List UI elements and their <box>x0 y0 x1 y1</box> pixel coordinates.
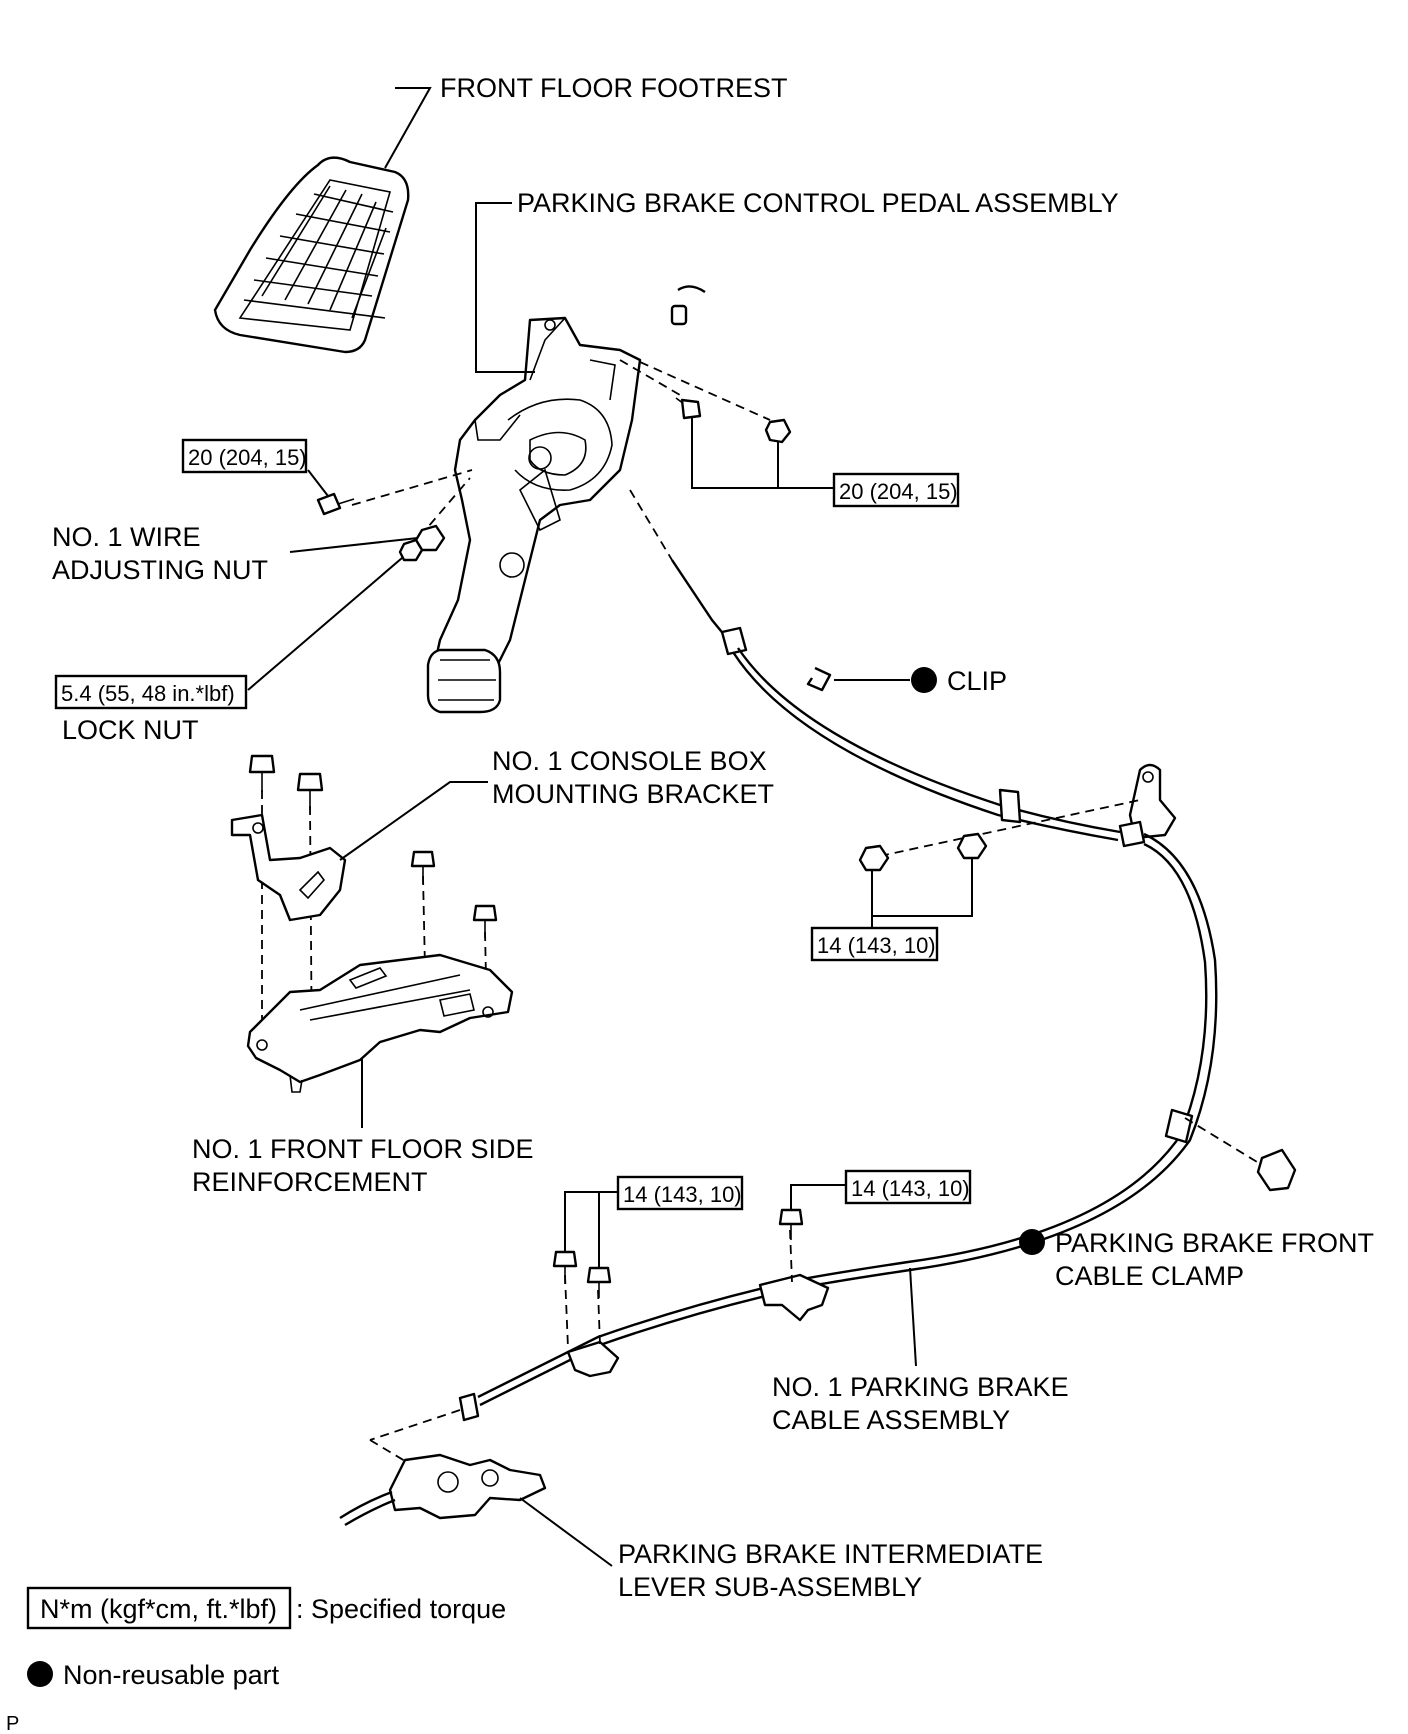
lower-cable <box>479 1286 801 1407</box>
rear-bolt-3 <box>778 1208 804 1240</box>
pedal-bolts-right-torque-box <box>832 472 960 508</box>
pedal-bolt-left-torque-box <box>181 438 308 474</box>
rear-bolt-1-dashline <box>564 1274 569 1349</box>
cable-assembly-leader <box>909 1267 917 1367</box>
cable-end-fitting <box>670 304 688 326</box>
lock-nut-leader <box>247 557 403 691</box>
rear-bolts-left-torque-box <box>616 1175 744 1211</box>
cable-fitting-bracket <box>1118 820 1146 848</box>
pedal-bolt-left-torque: 20 (204, 15) <box>188 445 307 470</box>
lower-cable-bracket-right <box>758 1273 830 1322</box>
cable-fitting-lower <box>1164 1108 1194 1144</box>
pedal-cable-rod <box>671 559 731 643</box>
legend-nonreusable-text: Non-reusable part <box>63 1660 280 1690</box>
pedal-bolts-right-dashline-2 <box>639 361 771 421</box>
front-cable-clamp-label-line1: PARKING BRAKE FRONT <box>1055 1228 1374 1258</box>
pedal-bolts-right-leader <box>691 418 834 489</box>
rear-bolt-2 <box>586 1266 612 1298</box>
pedal-assembly-label: PARKING BRAKE CONTROL PEDAL ASSEMBLY <box>517 188 1119 218</box>
lock-nut <box>398 538 424 562</box>
main-cable-upper <box>737 647 1121 834</box>
pedal-bolt-left-dashline <box>351 469 473 506</box>
rear-bolt-2-dashline <box>597 1289 601 1346</box>
parking-brake-pedal-assembly-part <box>426 316 642 714</box>
clip-nonreusable-dot <box>911 667 937 693</box>
lower-cable-end <box>458 1392 480 1422</box>
front-cable-clamp-part <box>1256 1148 1297 1192</box>
intermediate-lever-label-line1: PARKING BRAKE INTERMEDIATE <box>618 1539 1043 1569</box>
floor-reinforcement-label-line1: NO. 1 FRONT FLOOR SIDE <box>192 1134 534 1164</box>
corner-mark: P <box>6 1713 19 1734</box>
main-cable-curve <box>799 832 1218 1290</box>
pedal-cable-end <box>677 285 706 294</box>
floor-reinforcement-label-line2: REINFORCEMENT <box>192 1167 428 1197</box>
pedal-bolt-left <box>316 492 355 516</box>
cable-bracket-hole <box>1142 771 1154 783</box>
lock-nut-torque-box <box>54 674 248 710</box>
cable-bracket-nut-2 <box>956 832 988 860</box>
adjusting-nut-leader <box>289 537 419 553</box>
clip-part <box>806 666 832 692</box>
cable-bracket-nuts-torque: 14 (143, 10) <box>817 933 936 958</box>
legend-torque-box <box>26 1586 292 1630</box>
front-floor-footrest-part <box>213 156 410 354</box>
cable-fitting-upper <box>720 626 748 656</box>
wire-adjusting-nut-label-line2: ADJUSTING NUT <box>52 555 268 585</box>
pedal-bolts-right-torque: 20 (204, 15) <box>839 479 958 504</box>
rear-bolt-right-leader <box>790 1184 846 1210</box>
legend-torque-text: : Specified torque <box>296 1594 506 1624</box>
rear-bolt-1 <box>552 1250 578 1284</box>
console-bolt-3 <box>410 850 436 884</box>
console-bolt-4 <box>472 904 498 938</box>
cable-bracket-upper <box>1128 763 1177 840</box>
console-box-mounting-bracket-part <box>230 813 347 922</box>
intermediate-lever-label-line2: LEVER SUB-ASSEMBLY <box>618 1572 922 1602</box>
legend-nonreusable-dot <box>27 1661 53 1687</box>
pedal-bolts-right-dashline-1 <box>619 359 681 396</box>
front-cable-clamp-label-line2: CABLE CLAMP <box>1055 1261 1244 1291</box>
bracket-nuts-leader <box>871 858 973 917</box>
rear-bolts-left-leader <box>564 1191 618 1252</box>
console-bolt-3-dashline <box>422 875 426 969</box>
footrest-leader <box>384 87 432 169</box>
main-cable-curve-b <box>797 842 1208 1282</box>
pedal-cable-dashline <box>629 489 673 561</box>
intermediate-lever-leader <box>519 1497 613 1567</box>
lower-cable-b <box>477 1278 799 1399</box>
cable-bracket-nuts-torque-box <box>810 926 939 962</box>
console-bracket-label-line1: NO. 1 CONSOLE BOX <box>492 746 767 776</box>
lower-cable-end-dashline <box>369 1409 461 1441</box>
pedal-assembly-leader <box>475 202 535 373</box>
console-bolt-2 <box>296 772 324 810</box>
front-floor-side-reinforcement-part <box>246 953 514 1093</box>
wire-adjusting-nut-label-line1: NO. 1 WIRE <box>52 522 201 552</box>
cable-grommet-mid <box>998 788 1022 824</box>
console-bolt-1 <box>248 754 276 792</box>
cable-bracket-nut-1 <box>858 844 890 872</box>
cable-assembly-label-line2: CABLE ASSEMBLY <box>772 1405 1010 1435</box>
pedal-nut-right <box>764 418 792 444</box>
console-bracket-label-line2: MOUNTING BRACKET <box>492 779 774 809</box>
rear-bolts-left-torque: 14 (143, 10) <box>623 1182 742 1207</box>
pedal-bolt-right <box>675 397 702 420</box>
cable-assembly-label-line1: NO. 1 PARKING BRAKE <box>772 1372 1069 1402</box>
lock-nut-torque: 5.4 (55, 48 in.*lbf) <box>61 681 235 706</box>
console-bracket-leader <box>339 781 488 861</box>
main-cable-upper-b <box>731 651 1119 842</box>
legend-torque-box-text: N*m (kgf*cm, ft.*lbf) <box>40 1594 277 1624</box>
lock-nut-label: LOCK NUT <box>62 715 199 745</box>
rear-bolt-right-torque-box <box>844 1169 972 1205</box>
front-floor-footrest-label: FRONT FLOOR FOOTREST <box>440 73 788 103</box>
rear-bolt-right-torque: 14 (143, 10) <box>851 1176 970 1201</box>
front-clamp-dashline <box>1184 1117 1263 1166</box>
front-clamp-nonreusable-dot <box>1019 1229 1045 1255</box>
clip-label: CLIP <box>947 666 1007 696</box>
pedal-bolt-left-leader <box>307 469 329 497</box>
intermediate-lever-part <box>339 1453 547 1527</box>
